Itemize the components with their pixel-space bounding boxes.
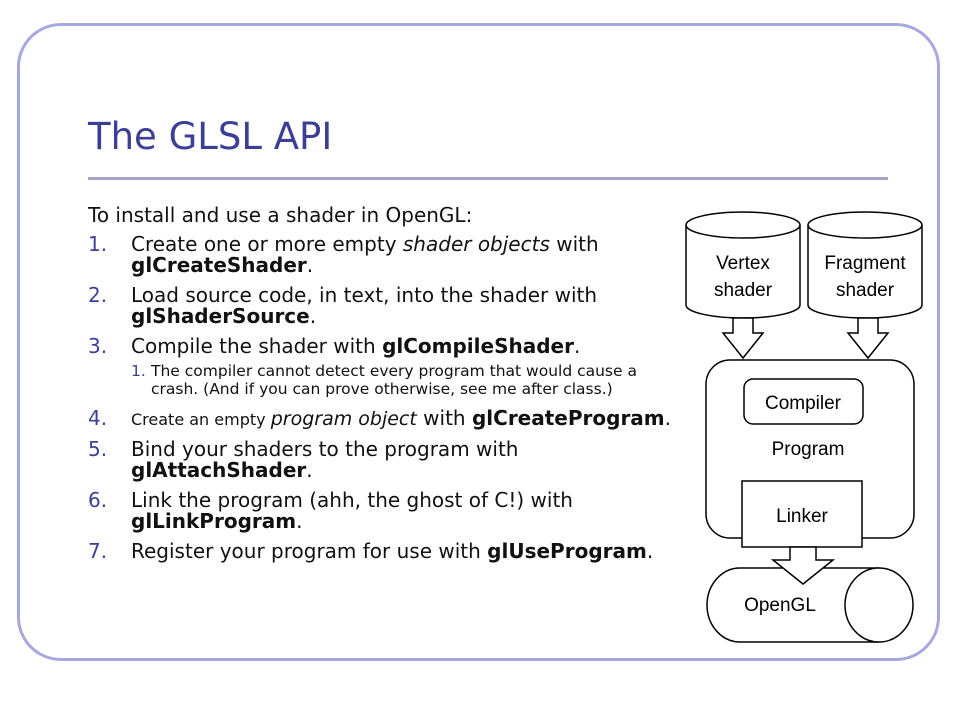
list-item: 7. Register your program for use with glU…: [88, 541, 688, 562]
linker-label: Linker: [776, 506, 828, 527]
step-text: with: [416, 406, 472, 430]
step-text: Load source code, in text, into the shad…: [131, 283, 598, 307]
title-rule: [88, 177, 888, 180]
step-emphasis: shader objects: [402, 232, 550, 256]
sub-list: 1. The compiler cannot detect every progr…: [131, 362, 688, 398]
opengl-label: OpenGL: [744, 595, 816, 616]
vertex-arrow-icon: [721, 317, 765, 360]
step-text: with: [549, 232, 599, 256]
list-item: 1. Create one or more empty shader object…: [88, 234, 688, 276]
step-text: Compile the shader with: [131, 334, 383, 358]
api-function: glCreateProgram: [471, 406, 665, 430]
vertex-shader-label-line2: shader: [714, 280, 773, 301]
compiler-label: Compiler: [765, 393, 842, 414]
sub-step-text: The compiler cannot detect every program…: [151, 362, 637, 398]
api-function: glShaderSource: [131, 304, 310, 328]
list-item: 5.Bind your shaders to the program with …: [88, 439, 688, 481]
step-number: 1.: [88, 232, 108, 256]
slide-frame: [17, 23, 940, 661]
step-number: 6.: [88, 488, 108, 512]
step-text: Link the program (ahh, the ghost of C!) …: [131, 488, 573, 512]
slide-body: To install and use a shader in OpenGL: 1…: [88, 203, 688, 571]
sub-list-item: 1. The compiler cannot detect every progr…: [131, 362, 688, 398]
slide-title: The GLSL API: [88, 115, 333, 158]
steps-list: 1. Create one or more empty shader object…: [88, 234, 688, 562]
step-number: 4.: [88, 406, 108, 430]
step-number: 7.: [88, 539, 108, 563]
compiler-box: [743, 378, 864, 425]
step-text: .: [296, 509, 303, 533]
vertex-shader-label-line1: Vertex: [716, 253, 770, 274]
intro-text: To install and use a shader in OpenGL:: [88, 203, 473, 227]
list-item: 6. Link the program (ahh, the ghost of C!…: [88, 490, 688, 532]
api-function: glCompileShader: [382, 334, 574, 358]
linker-box: [741, 480, 863, 548]
step-text: Create an empty: [131, 410, 271, 429]
api-function: glUseProgram: [487, 539, 647, 563]
step-text: .: [646, 539, 654, 563]
api-function: glCreateShader: [131, 253, 307, 277]
fragment-shader-cylinder: Fragment shader: [807, 211, 923, 319]
step-text: Create one or more empty: [131, 232, 403, 256]
step-text: .: [573, 334, 581, 358]
step-text: Register your program for use with: [131, 539, 488, 563]
vertex-shader-cylinder: Vertex shader: [685, 211, 801, 319]
step-text: .: [306, 458, 313, 482]
opengl-cylinder: OpenGL: [706, 567, 914, 643]
fragment-arrow-icon: [846, 317, 890, 360]
fragment-shader-label-line2: shader: [836, 280, 895, 301]
api-function: glLinkProgram: [131, 509, 297, 533]
sub-step-number: 1.: [131, 362, 146, 380]
step-text: .: [309, 304, 317, 328]
step-number: 2.: [88, 283, 108, 307]
fragment-shader-label-line1: Fragment: [824, 253, 906, 274]
api-function: glAttachShader: [131, 458, 307, 482]
step-text: .: [306, 253, 314, 277]
list-item: 4. Create an empty program object with gl…: [88, 408, 688, 430]
step-emphasis: program object: [270, 408, 417, 430]
list-item: 3. Compile the shader with glCompileShade…: [88, 336, 688, 398]
step-number: 3.: [88, 334, 108, 358]
step-text: Bind your shaders to the program with: [131, 437, 519, 461]
list-item: 2. Load source code, in text, into the sh…: [88, 285, 688, 327]
program-label: Program: [772, 439, 845, 460]
linker-arrow-icon: [770, 546, 836, 585]
step-number: 5.: [88, 437, 108, 461]
step-text: .: [664, 406, 672, 430]
